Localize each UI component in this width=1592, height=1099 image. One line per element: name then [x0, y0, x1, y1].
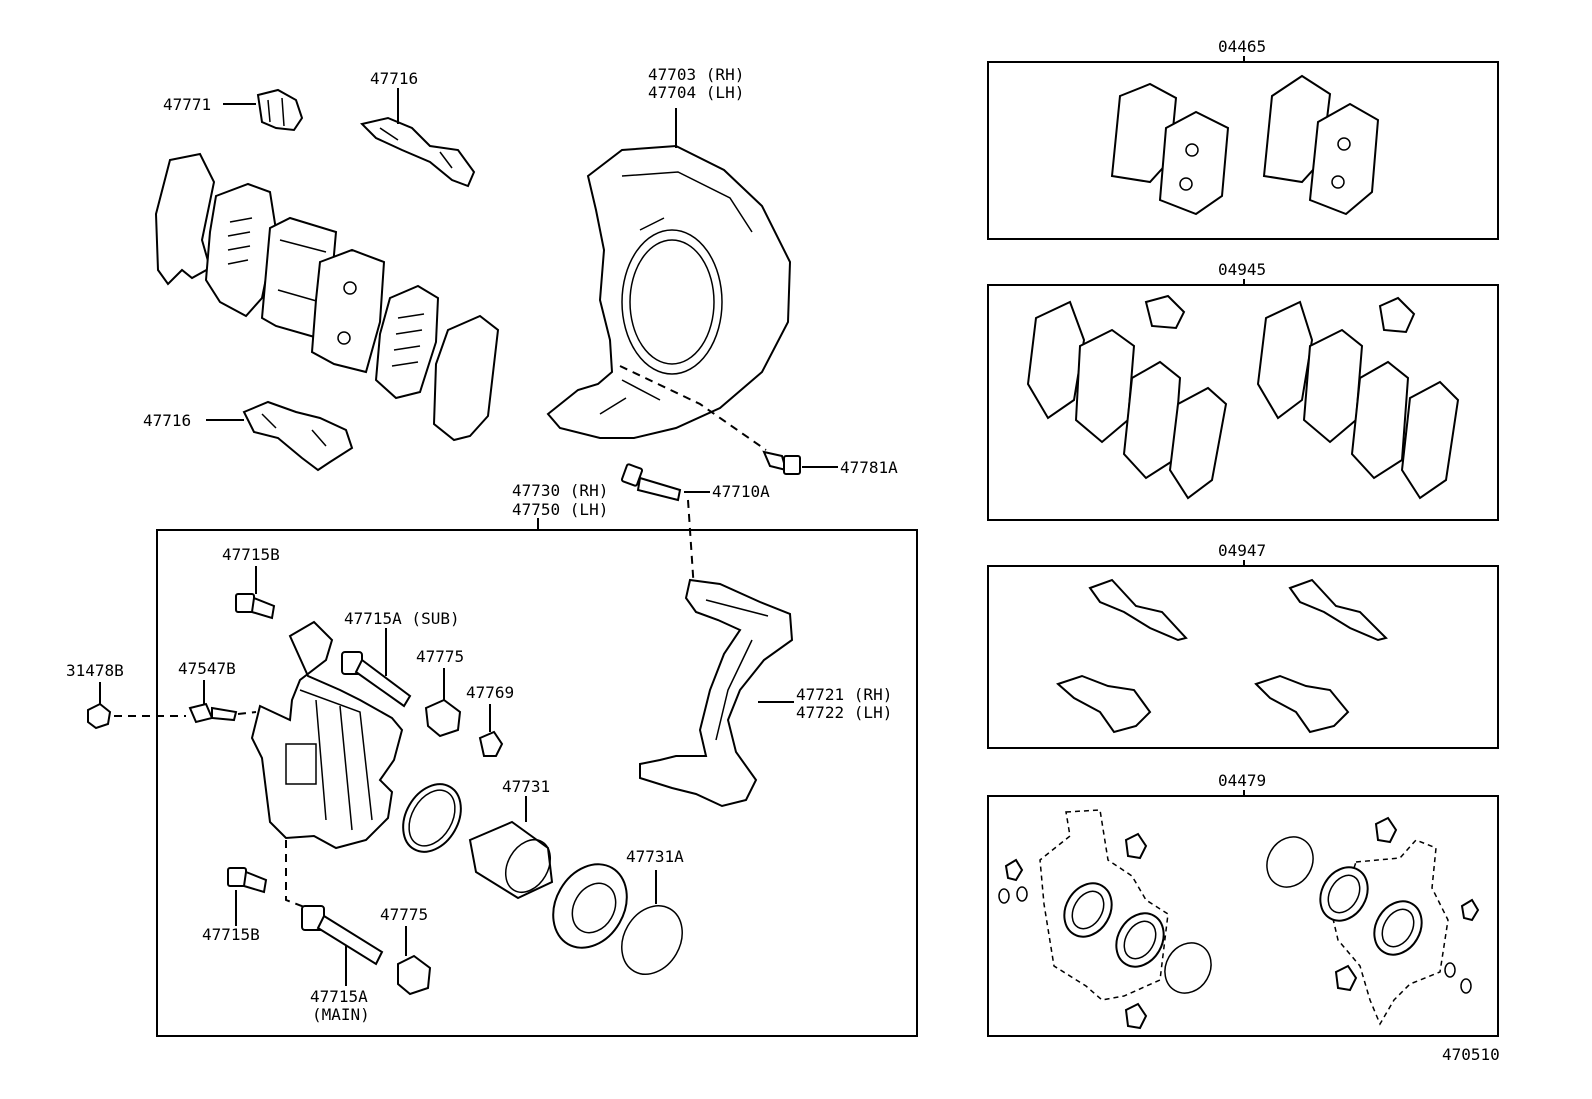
label-47730: 47730 (RH) — [512, 481, 608, 500]
kit-04465-pads-right — [1262, 74, 1380, 216]
kit-04479-seals-right — [1266, 816, 1480, 1026]
caliper-torque-plate-47721 — [639, 578, 794, 808]
kit-box-04945 — [987, 284, 1499, 521]
cylinder-boot-47731-ring — [402, 783, 462, 853]
label-47715A-main: 47715A — [310, 987, 368, 1006]
kit-04947-shims — [1056, 578, 1388, 734]
kit-04945-shims-right — [1256, 296, 1460, 500]
kit-label-04479: 04479 — [1218, 771, 1266, 790]
kit-box-04947 — [987, 565, 1499, 749]
label-47722: 47722 (LH) — [796, 703, 892, 722]
clip-47771 — [256, 88, 304, 132]
figure-number: 470510 — [1442, 1045, 1500, 1064]
anti-squeal-shim-inner-left — [204, 182, 278, 318]
slide-pin-47715A-main — [301, 905, 384, 966]
anti-squeal-shim-outer-right — [432, 314, 500, 442]
anti-squeal-shim-47716-upper — [360, 116, 476, 188]
label-47775-upper: 47775 — [416, 647, 464, 666]
kit-04945-shims-left — [1026, 294, 1228, 500]
label-47704: 47704 (LH) — [648, 83, 744, 102]
label-47750: 47750 (LH) — [512, 500, 608, 519]
cap-31478B — [87, 702, 112, 730]
disc-brake-dust-cover — [546, 144, 792, 439]
bleeder-plug-47547B — [188, 702, 238, 724]
label-47710A: 47710A — [712, 482, 770, 501]
kit-box-04465 — [987, 61, 1499, 240]
label-47715A-main-sub: (MAIN) — [312, 1005, 370, 1024]
label-47547B: 47547B — [178, 659, 236, 678]
cap-47769 — [478, 730, 504, 757]
label-47715B-lower: 47715B — [202, 925, 260, 944]
label-47781A: 47781A — [840, 458, 898, 477]
label-47775-lower: 47775 — [380, 905, 428, 924]
piston-47731 — [468, 820, 554, 900]
piston-seal-kit — [552, 863, 628, 949]
bolt-47715B-lower — [227, 867, 268, 894]
label-47721: 47721 (RH) — [796, 685, 892, 704]
brake-pad-inner — [310, 248, 386, 374]
bushing-47775-lower — [397, 954, 432, 996]
piston-seal-47731A — [621, 905, 683, 975]
label-47716-upper: 47716 — [370, 69, 418, 88]
label-47715A-sub: 47715A (SUB) — [344, 609, 460, 628]
label-47731: 47731 — [502, 777, 550, 796]
label-31478B: 31478B — [66, 661, 124, 680]
anti-squeal-shim-inner-right — [374, 284, 440, 400]
bolt-47781A — [762, 450, 801, 475]
bushing-47775-upper — [424, 698, 462, 738]
kit-box-04479 — [987, 795, 1499, 1037]
label-47731A: 47731A — [626, 847, 684, 866]
kit-04479-seals-left — [998, 809, 1212, 1030]
bolt-47710A — [620, 463, 682, 502]
slide-pin-47715A-sub — [341, 651, 412, 708]
kit-04465-pads-left — [1110, 82, 1230, 216]
label-47771: 47771 — [163, 95, 211, 114]
kit-label-04945: 04945 — [1218, 260, 1266, 279]
anti-squeal-shim-outer-left — [154, 152, 216, 286]
caliper-cylinder — [250, 620, 404, 850]
anti-squeal-shim-47716-lower — [242, 400, 354, 472]
kit-label-04947: 04947 — [1218, 541, 1266, 560]
kit-label-04465: 04465 — [1218, 37, 1266, 56]
caliper-assembly-box — [156, 529, 918, 1037]
label-47769: 47769 — [466, 683, 514, 702]
label-47703: 47703 (RH) — [648, 65, 744, 84]
bolt-47715B-upper — [235, 593, 276, 620]
label-47716-lower: 47716 — [143, 411, 191, 430]
label-47715B-upper: 47715B — [222, 545, 280, 564]
